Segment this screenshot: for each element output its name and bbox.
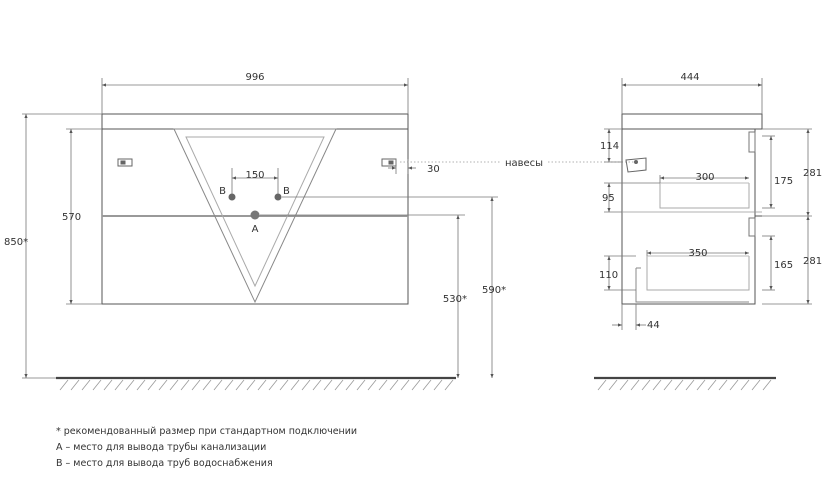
floor-hatch-line xyxy=(444,379,454,391)
floor-hatch-line xyxy=(312,379,322,391)
drawer-1-outline xyxy=(659,183,750,209)
floor-hatch-line xyxy=(169,379,179,391)
floor-hatch-line xyxy=(114,379,124,391)
inlet-right-label: B xyxy=(283,186,290,197)
floor-hatch-line xyxy=(597,379,607,391)
dim-mid-gap-label: 95 xyxy=(602,193,615,204)
floor-hatch-line xyxy=(235,379,245,391)
v-handle-inner xyxy=(185,136,325,288)
floor-hatch-line xyxy=(389,379,399,391)
dim-drawer2-inner-label: 165 xyxy=(774,260,793,271)
hanger-left-icon xyxy=(117,158,133,167)
inlet-left-label: B xyxy=(219,186,226,197)
floor-hatch-line xyxy=(158,379,168,391)
floor-hatch-line xyxy=(59,379,69,391)
floor-hatch-line xyxy=(70,379,80,391)
floor-hatch-line xyxy=(202,379,212,391)
dim-cabinet-height-label: 570 xyxy=(62,212,81,223)
hangers-label: навесы xyxy=(505,158,543,169)
drain-label: A xyxy=(252,224,259,235)
floor-hatch-line xyxy=(751,379,761,391)
floor-hatch-line xyxy=(92,379,102,391)
side-hanger-icon xyxy=(625,157,647,173)
floor-hatch-line xyxy=(674,379,684,391)
dim-hanger-offset-label: 30 xyxy=(427,164,440,175)
floor-hatch-line xyxy=(400,379,410,391)
floor-hatch-line xyxy=(246,379,256,391)
floor-hatch-line xyxy=(345,379,355,391)
dim-depth-label: 444 xyxy=(680,72,699,83)
front-view xyxy=(101,113,409,305)
dim-width-label: 996 xyxy=(245,72,264,83)
floor-hatch-line xyxy=(707,379,717,391)
floor-hatch-line xyxy=(334,379,344,391)
inlet-right-marker xyxy=(274,193,282,201)
note-water-supply: В – место для вывода труб водоснабжения xyxy=(56,458,273,469)
dim-bottom-gap-label: 110 xyxy=(599,270,618,281)
floor-hatch-line xyxy=(213,379,223,391)
floor-hatch-line xyxy=(630,379,640,391)
floor-side xyxy=(594,376,776,391)
floor-hatch-line xyxy=(323,379,333,391)
floor-hatch-line xyxy=(663,379,673,391)
dim-drawer2-depth-label: 350 xyxy=(688,248,707,259)
floor-hatch-line xyxy=(740,379,750,391)
floor-hatch-line xyxy=(103,379,113,391)
dim-drawer1-depth-label: 300 xyxy=(695,172,714,183)
floor-hatch-line xyxy=(619,379,629,391)
dim-drawer2-outer-label: 281 xyxy=(803,256,822,267)
hanger-right-icon xyxy=(381,158,397,167)
floor-hatch-line xyxy=(136,379,146,391)
side-countertop xyxy=(621,113,763,130)
floor-hatch-line xyxy=(191,379,201,391)
floor-hatch-line xyxy=(279,379,289,391)
floor-hatch-line xyxy=(685,379,695,391)
floor-hatch-line xyxy=(433,379,443,391)
floor-hatch-line xyxy=(224,379,234,391)
notes: * рекомендованный размер при стандартном… xyxy=(56,424,357,472)
dim-foot-label: 44 xyxy=(647,320,660,331)
dim-inlet-height-label: 590* xyxy=(482,285,506,296)
front-dimensions xyxy=(22,78,498,379)
dim-top-gap-label: 114 xyxy=(600,141,619,152)
floor-hatch-line xyxy=(180,379,190,391)
floor-front xyxy=(56,376,456,391)
side-view xyxy=(621,113,763,305)
floor-hatch-line xyxy=(608,379,618,391)
note-drain: А – место для вывода трубы канализации xyxy=(56,442,267,453)
side-cabinet-body xyxy=(621,128,756,305)
floor-hatch-line xyxy=(718,379,728,391)
dim-drawer1-outer-label: 281 xyxy=(803,168,822,179)
floor-hatch-line xyxy=(729,379,739,391)
floor-hatch-line xyxy=(652,379,662,391)
floor-hatch-line xyxy=(378,379,388,391)
side-dimensions xyxy=(604,78,812,330)
dim-drain-height-label: 530* xyxy=(443,294,467,305)
floor-hatch-line xyxy=(301,379,311,391)
dim-drawer1-inner-label: 175 xyxy=(774,176,793,187)
floor-hatch-line xyxy=(411,379,421,391)
floor-hatch-line xyxy=(257,379,267,391)
floor-hatch-line xyxy=(290,379,300,391)
dim-height-total-label: 850* xyxy=(4,237,28,248)
note-recommended: * рекомендованный размер при стандартном… xyxy=(56,426,358,437)
floor-hatch-line xyxy=(422,379,432,391)
floor-hatch-line xyxy=(268,379,278,391)
floor-hatch-line xyxy=(367,379,377,391)
floor-hatch-line xyxy=(147,379,157,391)
floor-hatch-line xyxy=(81,379,91,391)
drain-marker xyxy=(250,210,260,220)
floor-hatch-line xyxy=(641,379,651,391)
floor-hatch-line xyxy=(696,379,706,391)
front-countertop xyxy=(101,113,409,130)
floor-hatch-line xyxy=(125,379,135,391)
floor-hatch-line xyxy=(356,379,366,391)
floor-hatch-line xyxy=(762,379,772,391)
dim-inlet-spacing-label: 150 xyxy=(245,170,264,181)
drawer-2-outline xyxy=(646,256,750,291)
inlet-left-marker xyxy=(228,193,236,201)
v-handle-outer xyxy=(173,128,337,304)
